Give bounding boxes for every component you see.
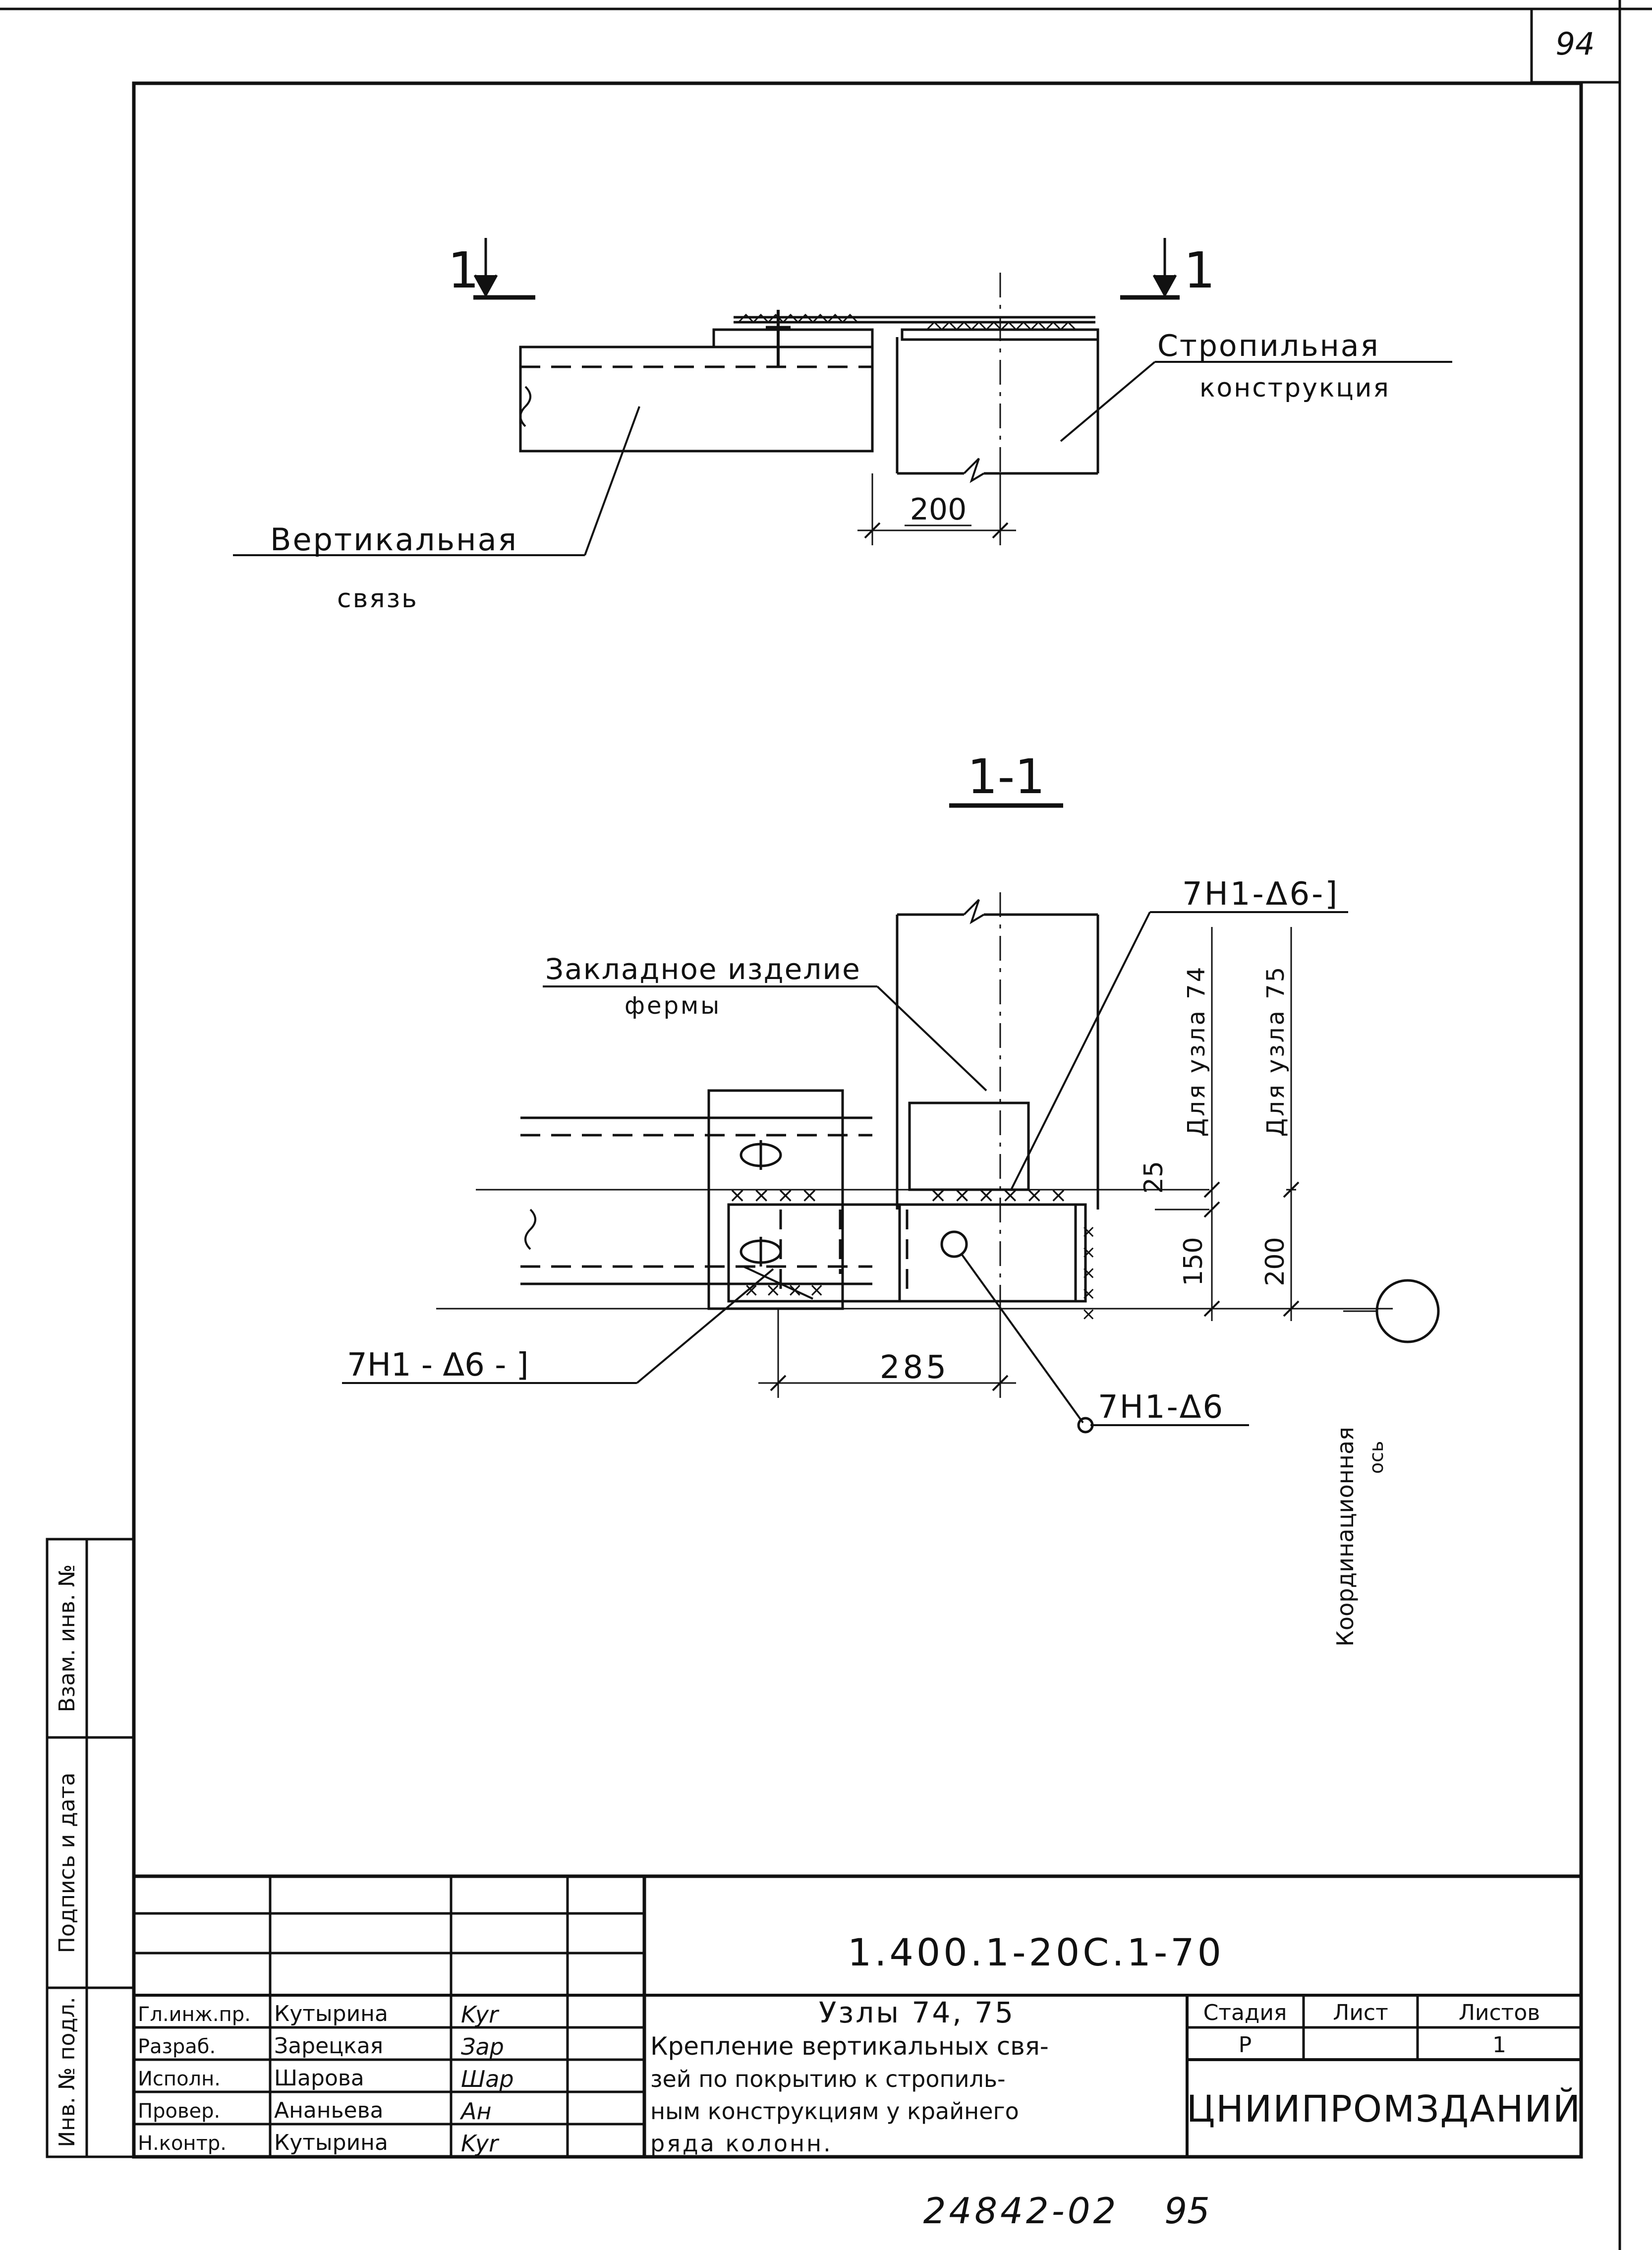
personnel-table: Гл.инж.пр. Кутырина Kyr Разраб. Зарецкая…	[138, 2001, 514, 2157]
title-block-grid	[134, 1874, 1581, 2157]
bottom-page: 95	[1164, 2190, 1210, 2232]
title-line-1: Узлы 74, 75	[819, 1996, 1015, 2029]
signature-cell: Kyr	[461, 2130, 500, 2157]
signature-cell: Шар	[461, 2066, 514, 2092]
label-node-74: Для узла 74	[1183, 965, 1210, 1137]
organization-name: ЦНИИПРОМЗДАНИЙ	[1187, 2087, 1581, 2131]
dim-150: 150	[1179, 1237, 1208, 1286]
section-mark-right: 1	[1184, 241, 1215, 299]
signature-cell: Kyr	[461, 2001, 500, 2028]
section-view: × × × × × × × × × × × × × × × × × × ×	[342, 892, 1440, 1434]
side-stamp-replace-inv: Взам. инв. №	[55, 1564, 80, 1713]
label-rafter-line2: конструкция	[1199, 373, 1390, 403]
sheet-header: Лист	[1333, 2000, 1388, 2025]
svg-text:× × × ×: × × × ×	[729, 1183, 818, 1207]
page-number: 94	[1556, 26, 1595, 62]
signature-cell: Зар	[461, 2033, 504, 2060]
role-cell: Провер.	[138, 2100, 220, 2123]
bottom-number: 24842-02	[923, 2190, 1119, 2232]
weld-label-top: 7Н1-Δ6-]	[1182, 876, 1339, 913]
title-line-4: ным конструкциям у крайнего	[650, 2098, 1019, 2125]
axis-label-line1: Координационная	[1332, 1427, 1359, 1646]
label-brace-line1: Вертикальная	[270, 521, 518, 558]
name-cell: Шарова	[274, 2066, 364, 2091]
label-embedded-line1: Закладное изделие	[545, 952, 861, 986]
axis-label-line2: ось	[1366, 1441, 1387, 1474]
name-cell: Ананьева	[274, 2098, 384, 2123]
side-stamp-signature-date: Подпись и дата	[55, 1773, 80, 1953]
title-line-5: ряда колонн.	[650, 2130, 833, 2157]
label-embedded-line2: фермы	[625, 992, 721, 1020]
sheets-header: Листов	[1459, 2000, 1540, 2025]
role-cell: Н.контр.	[138, 2132, 227, 2155]
role-cell: Гл.инж.пр.	[138, 2003, 251, 2026]
role-cell: Исполн.	[138, 2068, 221, 2090]
weld-label-left: 7Н1 - Δ6 - ]	[347, 1347, 529, 1384]
svg-text:× × × × ×: × × × × ×	[1079, 1224, 1099, 1322]
title-line-2: Крепление вертикальных свя-	[650, 2032, 1049, 2061]
label-brace-line2: связь	[337, 584, 418, 614]
dim-25: 25	[1139, 1161, 1169, 1194]
label-node-75: Для узла 75	[1262, 965, 1290, 1137]
signature-cell: Ан	[459, 2098, 492, 2125]
dim-200-section: 200	[1260, 1237, 1290, 1286]
name-cell: Кутырина	[274, 2130, 388, 2155]
top-dim-200: 200	[910, 492, 967, 527]
role-cell: Разраб.	[138, 2035, 216, 2058]
label-rafter-line1: Стропильная	[1157, 329, 1380, 363]
page-number-box: 94	[1530, 7, 1621, 84]
top-view: 1 1	[233, 238, 1452, 556]
sheets-value: 1	[1492, 2032, 1506, 2058]
vertical-brace-top	[519, 346, 874, 453]
side-stamp	[46, 1538, 135, 2158]
section-title: 1-1	[968, 749, 1045, 805]
side-stamp-original-inv: Инв. № подл.	[55, 1997, 80, 2147]
title-line-3: зей по покрытию к стропиль-	[650, 2066, 1006, 2092]
stage-value: Р	[1239, 2032, 1252, 2058]
section-mark-left: 1	[448, 241, 479, 299]
stage-header: Стадия	[1203, 2000, 1287, 2025]
name-cell: Зарецкая	[274, 2033, 383, 2059]
dim-285: 285	[880, 1349, 949, 1386]
svg-text:× × × × × ×: × × × × × ×	[929, 1183, 1067, 1207]
name-cell: Кутырина	[274, 2001, 388, 2026]
document-code: 1.400.1-20С.1-70	[848, 1930, 1224, 1974]
weld-label-bolt: 7Н1-Δ6	[1098, 1389, 1224, 1426]
main-frame	[132, 81, 1583, 2159]
